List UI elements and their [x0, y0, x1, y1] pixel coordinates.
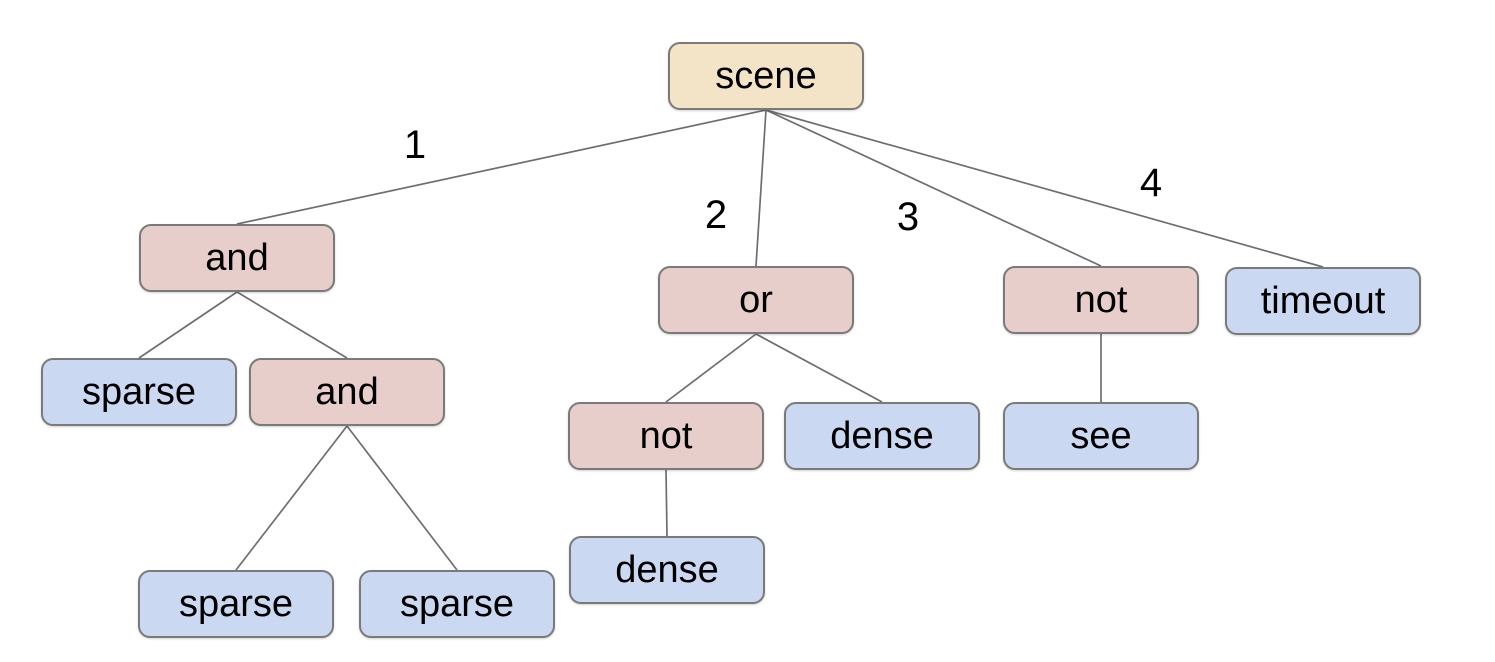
node-or: or: [658, 266, 854, 334]
edge-label-4: 4: [1139, 161, 1163, 205]
edge-not2-dense: [665, 469, 668, 537]
node-scene: scene: [668, 42, 864, 110]
node-not-2: not: [568, 402, 764, 470]
node-timeout: timeout: [1225, 267, 1421, 335]
node-sparse-3: sparse: [359, 570, 555, 638]
node-see: see: [1003, 402, 1199, 470]
edge-and2-sparse2: [346, 425, 458, 571]
edge-label-3: 3: [896, 195, 920, 239]
edge-and2-sparse: [235, 425, 348, 571]
node-dense-2: dense: [569, 536, 765, 604]
node-sparse-2: sparse: [138, 570, 334, 638]
node-sparse-1: sparse: [41, 358, 237, 426]
edge-and-sparse: [138, 291, 238, 359]
edge-scene-timeout: [765, 109, 1324, 268]
edge-or-not: [665, 333, 757, 403]
edge-or-dense: [755, 333, 883, 403]
edge-label-2: 2: [704, 193, 728, 237]
edge-label-1: 1: [403, 123, 427, 167]
edge-scene-not: [765, 109, 1102, 267]
edge-and-and: [236, 291, 348, 359]
node-dense-1: dense: [784, 402, 980, 470]
edge-scene-and: [236, 109, 767, 225]
edge-scene-or: [755, 109, 767, 267]
node-and-2: and: [249, 358, 445, 426]
node-and: and: [139, 224, 335, 292]
node-not: not: [1003, 266, 1199, 334]
